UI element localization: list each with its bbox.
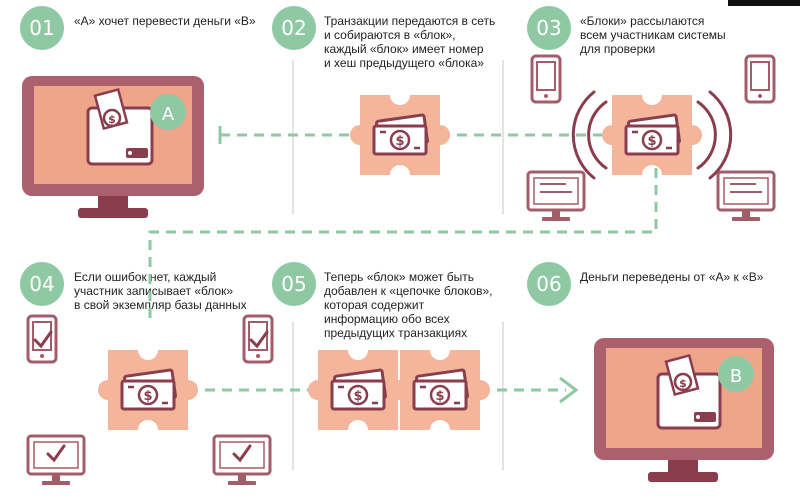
step-text-03: «Блоки» рассылаются всем участникам сист… — [580, 14, 726, 56]
step-number: 04 — [29, 272, 55, 296]
step-badge-02: 02 — [272, 6, 316, 50]
phone-icon — [530, 54, 562, 104]
monitor-icon — [716, 170, 776, 223]
broadcast-signal-icon — [571, 90, 733, 180]
step-badge-05: 05 — [272, 262, 316, 306]
step-badge-04: 04 — [20, 262, 64, 306]
money-icon — [120, 368, 178, 411]
flow-line — [148, 126, 658, 392]
step-number: 02 — [281, 16, 307, 40]
step-number: 05 — [281, 272, 307, 296]
monitor-icon — [526, 170, 586, 223]
receiver-label: B — [730, 366, 742, 387]
sender-label: A — [162, 104, 175, 125]
money-icon — [412, 368, 470, 411]
monitor-icon — [212, 434, 272, 487]
phone-icon — [26, 314, 58, 364]
money-icon — [330, 368, 388, 411]
step-text-02: Транзакции передаются в сеть и собираютс… — [324, 14, 496, 70]
step-number: 01 — [29, 16, 55, 40]
step-number: 03 — [536, 16, 562, 40]
wallet-icon: $ — [656, 353, 722, 430]
step-badge-01: 01 — [20, 6, 64, 50]
phone-icon — [242, 314, 274, 364]
arrow-right-icon — [559, 376, 579, 404]
step-text-01: «А» хочет перевести деньги «В» — [74, 14, 256, 28]
phone-icon — [744, 54, 776, 104]
wallet-icon: $ — [86, 87, 154, 166]
monitor-lines — [540, 183, 762, 193]
money-icon — [624, 113, 682, 156]
svg-text:$: $ — [108, 113, 116, 126]
checkmark-icon — [33, 330, 269, 463]
corner-bar — [728, 0, 800, 6]
sender-badge — [150, 94, 186, 130]
step-text-05: Теперь «блок» может быть добавлен к «цеп… — [324, 270, 493, 340]
receiver-badge — [718, 356, 754, 392]
step-badge-06: 06 — [527, 262, 571, 306]
step-number: 06 — [536, 272, 562, 296]
step-text-06: Деньги переведены от «А» к «В» — [580, 270, 764, 284]
step-text-04: Если ошибок нет, каждый участник записыв… — [74, 270, 247, 312]
svg-text:$: $ — [679, 377, 687, 390]
money-icon — [372, 113, 430, 156]
monitor-icon — [26, 434, 86, 487]
step-badge-03: 03 — [527, 6, 571, 50]
